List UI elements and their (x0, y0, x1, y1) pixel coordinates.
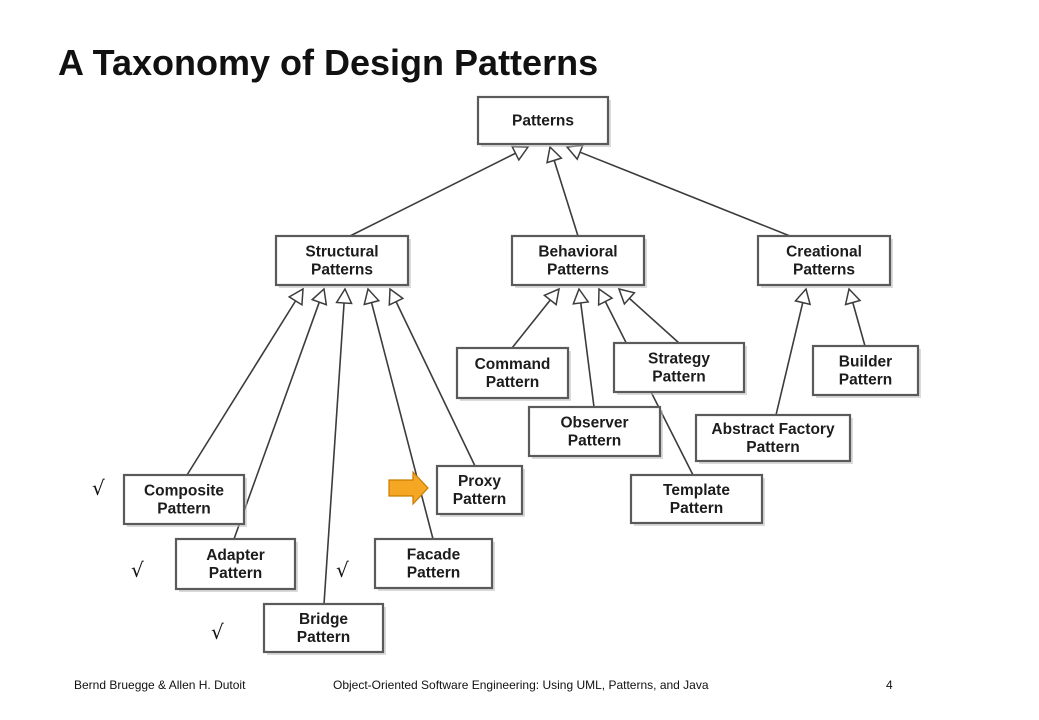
checkmark-composite: √ (92, 476, 105, 500)
node-label: Pattern (209, 565, 262, 582)
edge-abstract_factory-to-creational (775, 287, 812, 416)
edge-adapter-to-structural (233, 287, 328, 540)
node-label: Patterns (793, 262, 855, 279)
hollow-triangle-icon (287, 287, 304, 307)
hollow-triangle-icon (335, 287, 353, 305)
edge-structural-to-patterns (349, 145, 530, 237)
edge-creational-to-patterns (565, 144, 791, 237)
node-label: Patterns (547, 262, 609, 279)
hollow-triangle-icon (310, 287, 328, 306)
slide-title: A Taxonomy of Design Patterns (58, 42, 599, 83)
edge-behavioral-to-patterns (546, 145, 579, 237)
node-label: Strategy (648, 351, 710, 368)
edge-command-to-behavioral (511, 287, 560, 349)
node-label: Pattern (157, 501, 210, 518)
footer-page-number: 4 (886, 678, 893, 692)
node-label: Bridge (299, 611, 348, 628)
hollow-triangle-icon (546, 145, 563, 164)
hollow-triangle-icon (565, 144, 584, 161)
node-label: Adapter (206, 547, 265, 564)
node-label: Structural (305, 244, 378, 261)
node-label: Pattern (486, 374, 539, 391)
checkmark-bridge: √ (211, 620, 224, 644)
node-label: Pattern (839, 372, 892, 389)
node-label: Observer (560, 415, 628, 432)
node-label: Pattern (652, 369, 705, 386)
inheritance-edges (186, 144, 866, 605)
hollow-triangle-icon (388, 287, 405, 307)
hollow-triangle-icon (794, 287, 812, 306)
node-label: Pattern (568, 433, 621, 450)
orange-arrow-icon (388, 470, 429, 506)
hollow-triangle-icon (363, 287, 381, 306)
node-label: Pattern (407, 565, 460, 582)
node-label: Pattern (297, 629, 350, 646)
hollow-triangle-icon (572, 287, 590, 305)
edge-proxy-to-structural (388, 287, 476, 467)
hollow-triangle-icon (844, 287, 862, 306)
highlight-pointer (388, 470, 429, 506)
footer-book-title: Object-Oriented Software Engineering: Us… (333, 678, 709, 692)
node-label: Patterns (512, 113, 574, 130)
node-label: Composite (144, 483, 224, 500)
edge-strategy-to-behavioral (617, 287, 680, 344)
node-label: Proxy (458, 473, 501, 490)
checkmark-adapter: √ (131, 558, 144, 582)
node-label: Creational (786, 244, 862, 261)
hollow-triangle-icon (597, 287, 614, 307)
edge-builder-to-creational (844, 287, 866, 347)
pattern-nodes: PatternsStructuralPatternsBehavioralPatt… (122, 95, 921, 655)
node-label: Patterns (311, 262, 373, 279)
node-label: Command (475, 356, 551, 373)
node-label: Abstract Factory (711, 421, 835, 438)
hollow-triangle-icon (617, 287, 636, 306)
edge-facade-to-structural (363, 287, 434, 540)
node-label: Builder (839, 354, 892, 371)
node-label: Pattern (746, 439, 799, 456)
footer-authors: Bernd Bruegge & Allen H. Dutoit (74, 678, 246, 692)
node-label: Template (663, 482, 730, 499)
hollow-triangle-icon (542, 287, 560, 306)
node-label: Facade (407, 547, 461, 564)
checkmark-facade: √ (336, 558, 349, 582)
node-label: Pattern (670, 500, 723, 517)
edge-composite-to-structural (186, 287, 304, 476)
edge-observer-to-behavioral (572, 287, 595, 408)
node-label: Pattern (453, 491, 506, 508)
node-label: Behavioral (538, 244, 617, 261)
node-patterns: Patterns (476, 95, 611, 147)
edge-bridge-to-structural (323, 287, 353, 605)
